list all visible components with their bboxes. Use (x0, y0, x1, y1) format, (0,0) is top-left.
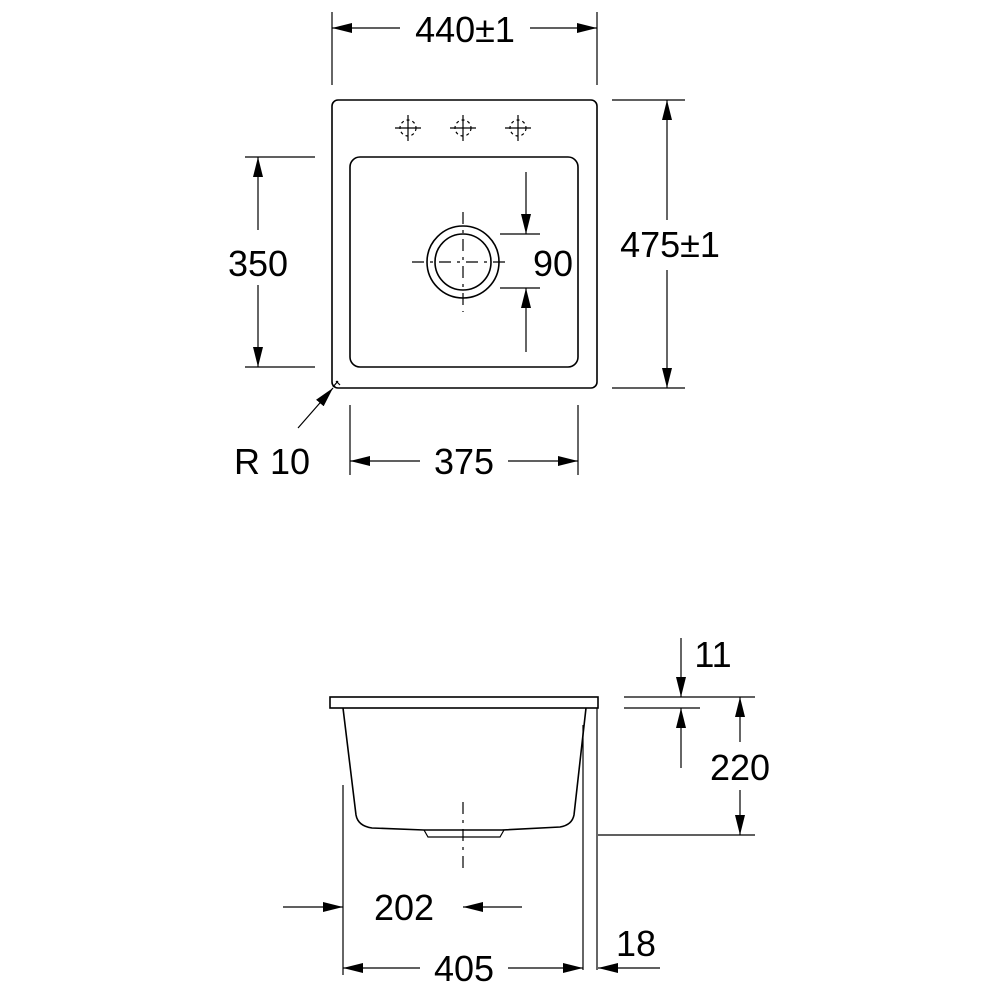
dimension-bowl-height: 220 (598, 696, 770, 836)
tap-hole-icon (505, 115, 531, 141)
overall-width-label: 440±1 (415, 9, 515, 50)
sink-bowl-body (342, 707, 587, 831)
rim-thickness-label: 11 (694, 634, 731, 675)
sink-rim (329, 696, 599, 709)
bowl-height-label: 220 (710, 747, 770, 788)
drain-offset-label: 202 (374, 887, 434, 928)
bowl-width-label: 375 (434, 441, 494, 482)
dimension-overall-width: 440±1 (331, 9, 598, 85)
overall-depth-label: 475±1 (620, 224, 720, 265)
bowl-depth-label: 350 (228, 243, 288, 284)
tap-hole-icon (395, 115, 421, 141)
wall-thickness-label: 18 (616, 923, 656, 964)
dimension-overall-depth: 475±1 (612, 99, 720, 389)
dimension-bowl-depth: 350 (228, 156, 315, 368)
dimension-corner-radius: R 10 (234, 380, 341, 482)
sink-outline (331, 99, 598, 389)
dimension-bowl-width: 375 (349, 405, 579, 482)
drain-icon (412, 212, 505, 312)
tap-hole-icon (450, 115, 476, 141)
dimension-bottom-width: 405 (343, 948, 583, 989)
tap-hole-markers (395, 115, 531, 141)
bottom-width-label: 405 (434, 948, 494, 989)
corner-radius-label: R 10 (234, 441, 310, 482)
top-view: 440±1 475±1 350 90 (228, 9, 720, 482)
dimension-rim-thickness: 11 (624, 634, 732, 768)
dimension-wall-thickness: 18 (598, 923, 660, 973)
bowl-outline (349, 156, 579, 368)
dimension-drain-offset: 202 (283, 785, 522, 975)
side-view: 11 220 202 405 18 (283, 634, 770, 989)
drain-diameter-label: 90 (533, 243, 573, 284)
dimension-drain-diameter: 90 (500, 172, 573, 352)
